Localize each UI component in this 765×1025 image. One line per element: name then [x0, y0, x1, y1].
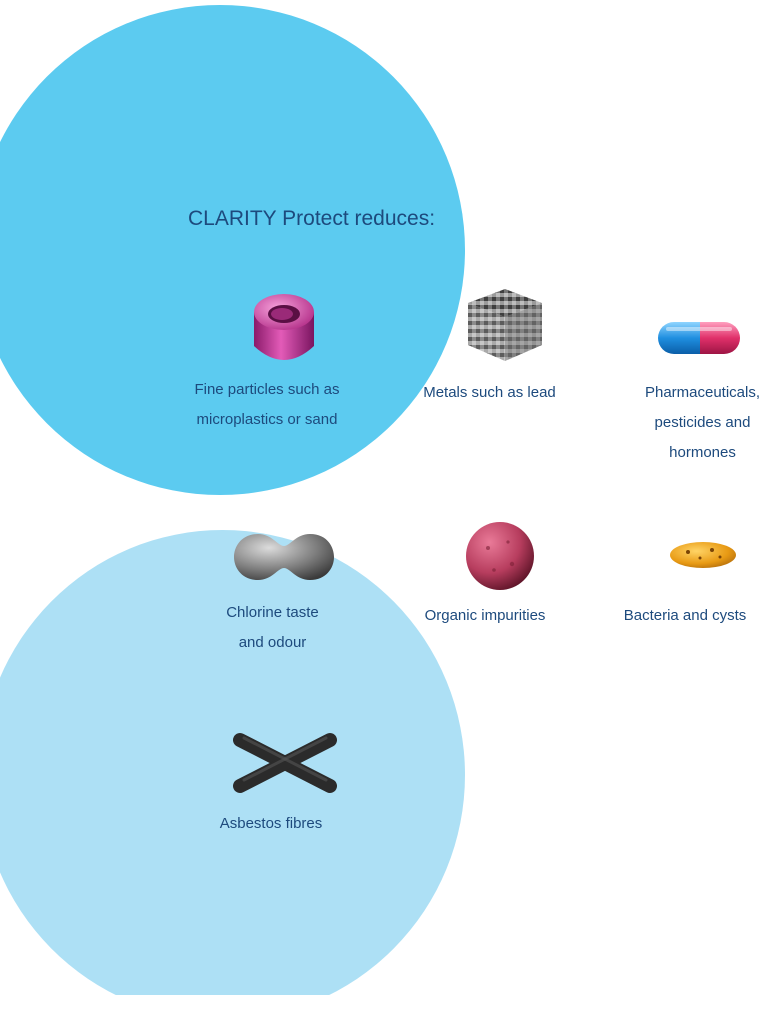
background-circle-primary	[0, 5, 465, 495]
bacterium-icon	[670, 542, 736, 568]
background-circle-secondary	[0, 530, 465, 1020]
ring-tube-icon	[254, 294, 314, 360]
label-metals: Metals such as lead	[423, 384, 556, 401]
heading: CLARITY Protect reduces:	[188, 207, 436, 230]
label-bacteria: Bacteria and cysts	[623, 607, 747, 624]
label-asbestos: Asbestos fibres	[219, 815, 323, 832]
page-bottom-edge	[0, 995, 765, 1025]
label-organic: Organic impurities	[424, 607, 546, 624]
red-sphere-icon	[466, 522, 534, 590]
metal-cube-icon	[468, 289, 542, 361]
crossed-fibres-icon	[233, 733, 337, 793]
capsule-icon	[658, 322, 740, 354]
peanut-blob-icon	[234, 534, 334, 580]
